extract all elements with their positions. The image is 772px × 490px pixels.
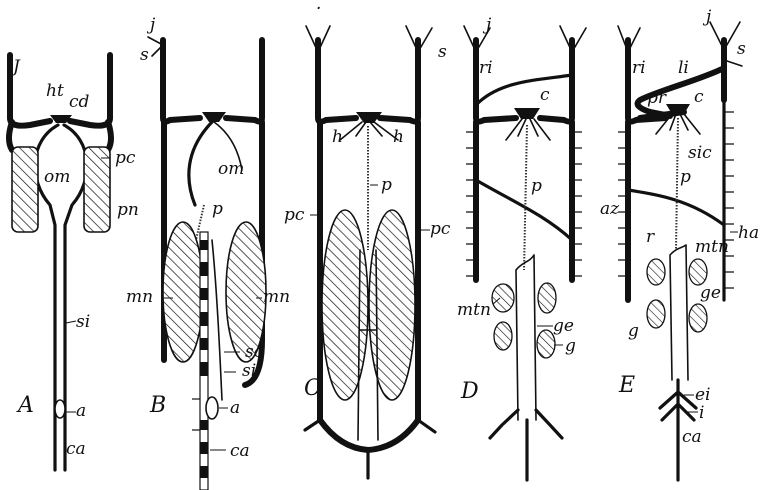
label-e-li: li (678, 58, 689, 78)
label-e-p: p (680, 167, 691, 187)
label-c-h-left: h (332, 127, 343, 147)
panel-letter-a: A (16, 393, 34, 418)
label-c-pc-left: pc (284, 205, 305, 225)
label-b-si: si (242, 361, 256, 381)
panel-c-left-mesonephros (322, 210, 368, 400)
panel-d-right-vein (540, 40, 572, 122)
panel-letter-d: D (460, 379, 479, 404)
label-a-si: si (76, 312, 90, 332)
panel-c-left-vein (318, 40, 356, 122)
label-e-ca: ca (682, 427, 702, 447)
label-e-ha: ha (738, 223, 759, 243)
label-c-p: p (381, 175, 392, 195)
panel-d-hepatic-veins (506, 119, 550, 140)
panel-letter-e: E (618, 373, 635, 398)
label-d-ri: ri (479, 58, 493, 78)
panel-d-iliac (490, 410, 562, 480)
label-e-az: az (600, 199, 620, 219)
panel-e-metanephros-left (647, 259, 665, 285)
label-e-r: r (646, 227, 655, 247)
label-d-j: j (482, 15, 492, 35)
panel-d-right-innominate (476, 75, 572, 105)
panel-e-metanephros-right (689, 259, 707, 285)
panel-a-right-cuvier-duct (70, 118, 110, 126)
label-a-ht: ht (46, 81, 64, 101)
panel-d-gonad-left (494, 322, 512, 350)
panel-b-anus (206, 397, 218, 419)
panel-letter-c: C (304, 376, 321, 401)
panel-a-left-cardinal (9, 122, 12, 150)
label-e-c: c (694, 87, 704, 107)
label-d-c: c (540, 85, 550, 105)
label-a-ca: ca (66, 439, 86, 459)
panel-d-portal (524, 125, 527, 270)
panel-e-gonad-right (689, 304, 707, 332)
label-d-g: g (565, 336, 576, 356)
label-d-p: p (531, 176, 542, 196)
panel-d: j ri c p mtn ge g D (457, 15, 586, 480)
label-e-g: g (628, 321, 639, 341)
label-b-om: om (218, 159, 244, 179)
panel-a-left-cuvier-duct (10, 118, 50, 126)
label-d-mtn: mtn (457, 300, 491, 320)
panel-b-left-vein (163, 40, 200, 122)
panel-e-hemiazygos-cross (628, 190, 724, 225)
label-b-sc: sc (245, 342, 264, 362)
label-e-mtn: mtn (695, 237, 729, 257)
label-b-j: j (146, 15, 156, 35)
panel-a-anus (55, 400, 65, 418)
panel-b: j s om p mn mn sc si a ca B (126, 15, 290, 490)
panel-a-left-pronephros (12, 147, 38, 232)
label-e-s: s (737, 39, 746, 59)
panel-e-portal (676, 118, 678, 250)
label-b-mn-right: mn (263, 287, 290, 307)
panel-e-gonad-left (647, 300, 665, 328)
panel-d-metanephros-right (538, 283, 556, 313)
panel-a: J ht cd om pc pn si a ca A (9, 55, 139, 470)
label-e-ri: ri (632, 58, 646, 78)
label-e-i: i (699, 403, 704, 423)
label-e-ge: ge (700, 283, 721, 303)
panel-letter-b: B (149, 393, 166, 418)
label-b-ca: ca (230, 441, 250, 461)
panel-b-right-mesonephros (226, 222, 266, 362)
label-d-ge: ge (553, 316, 574, 336)
label-a-pc: pc (115, 148, 136, 168)
label-b-a: a (230, 398, 240, 418)
label-b-p: p (212, 199, 223, 219)
panel-b-left-mesonephros (163, 222, 203, 362)
label-b-mn-left: mn (126, 287, 153, 307)
panel-c-hepatic-veins (340, 122, 398, 140)
top-mark: · (316, 0, 321, 19)
label-c-pc-right: pc (430, 219, 451, 239)
label-c-h-right: h (393, 127, 404, 147)
label-e-j: j (702, 7, 712, 27)
panel-c: s h h p pc pc C (284, 26, 451, 478)
panel-c-right-vein (380, 40, 418, 122)
label-e-ei: ei (695, 385, 711, 405)
panel-b-heart (202, 112, 226, 122)
label-a-cd: cd (69, 92, 90, 112)
label-b-s: s (140, 45, 149, 65)
label-a-a: a (76, 401, 86, 421)
panel-e: j ri li s pr c sic p az ha r mtn ge g ei… (600, 7, 759, 480)
panel-b-omphalomesenteric (189, 122, 212, 205)
label-e-pr: pr (647, 88, 667, 108)
label-a-om: om (44, 167, 70, 187)
panel-b-subcardinal (212, 240, 222, 400)
label-a-pn: pn (117, 200, 139, 220)
panel-e-postcava (670, 245, 688, 380)
panel-a-right-pronephros (84, 147, 110, 232)
panel-d-metanephros-left (492, 284, 514, 312)
label-e-sic: sic (688, 143, 712, 163)
panel-b-right-vein (226, 40, 262, 122)
panel-d-left-vein (476, 40, 516, 122)
label-c-s: s (438, 42, 447, 62)
panel-a-right-cardinal (108, 122, 111, 150)
panel-d-postcava (516, 255, 536, 420)
